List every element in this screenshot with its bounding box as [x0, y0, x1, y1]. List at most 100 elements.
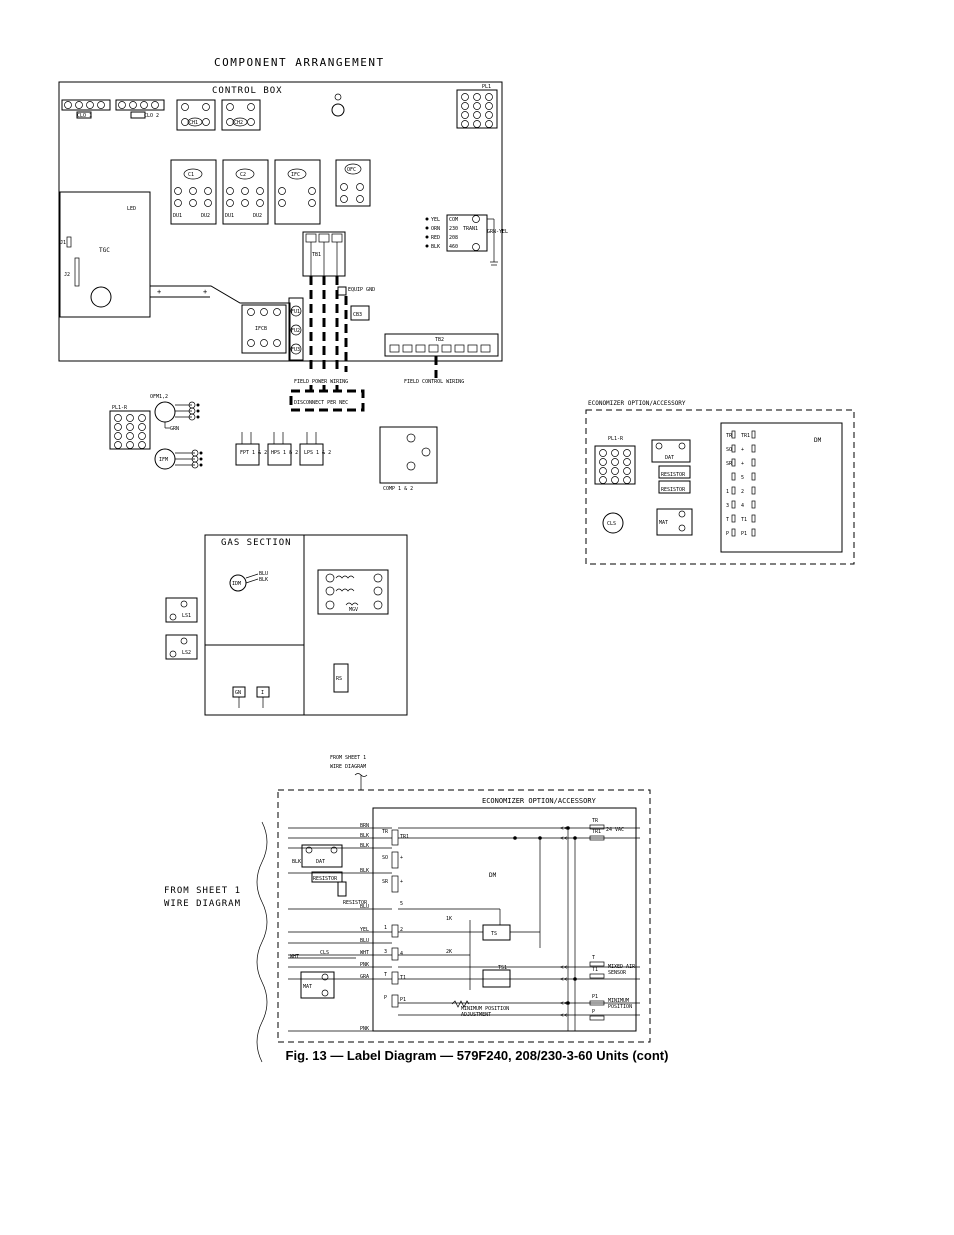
- idm-blk: BLK: [259, 577, 268, 583]
- ofm-motor: OFM1,2 GRN: [150, 394, 200, 432]
- wire-diagram-top: WIRE DIAGRAM: [330, 764, 366, 770]
- right-terminal-box: [589, 1015, 605, 1021]
- right-terminal-label: P: [592, 1009, 595, 1015]
- clo-2-label: CLO 2: [144, 113, 159, 119]
- ch1-block: CH1: [176, 99, 216, 131]
- fpt-label: FPT 1 & 2: [240, 450, 267, 456]
- wire-blk: BLK: [431, 244, 440, 250]
- trans-label: TRAN1: [463, 226, 478, 232]
- wire-color-label: GRA: [360, 974, 369, 980]
- right-terminal-box: [589, 961, 605, 967]
- junction-dot: [566, 1001, 570, 1005]
- econ-term-left: TR: [726, 433, 733, 439]
- econ-term-right-box: [751, 458, 756, 467]
- ifm-label: IFM: [159, 457, 168, 463]
- clo-2-block: CLO 2: [115, 99, 165, 119]
- tb2-label: TB2: [435, 337, 444, 343]
- dm-terminal-label: 4: [400, 951, 403, 957]
- c2-label: C2: [240, 172, 246, 178]
- econ-term-right: +: [741, 461, 744, 467]
- ls1-label: LS1: [182, 613, 191, 619]
- junction-dot: [513, 836, 517, 840]
- econ-term-right: 5: [741, 475, 744, 481]
- dm-terminal-box: [391, 875, 399, 893]
- ifcb-block: IFCB: [241, 304, 287, 354]
- ts1-label: TS1: [498, 965, 507, 971]
- compressor-terminal: COMP 1 & 2: [379, 426, 438, 492]
- dm-terminal-label: +: [400, 855, 403, 861]
- right-terminal-box: [589, 824, 605, 830]
- wiring-title: ECONOMIZER OPTION/ACCESSORY: [482, 797, 597, 805]
- econ-term-left: 3: [726, 503, 729, 509]
- dm-terminal-label: T1: [400, 975, 406, 981]
- connector-chevron: <<: [560, 1012, 568, 1019]
- connector-chevron: <<: [560, 976, 568, 983]
- pl1r-label: PL1-R: [112, 405, 128, 411]
- control-box-label: CONTROL BOX: [212, 86, 283, 96]
- econ-term-left-box: [731, 514, 736, 523]
- k1-label: 1K: [446, 916, 452, 922]
- connector-chevron: <<: [560, 835, 568, 842]
- plate-plus-right: +: [203, 288, 207, 296]
- trans-230: 230: [449, 226, 458, 232]
- pl1-plug: PL1: [456, 84, 498, 129]
- ofm-label: OFM1,2: [150, 394, 168, 400]
- wiring-dat-label: DAT: [316, 859, 325, 865]
- connector-chevron: <<: [560, 1000, 568, 1007]
- connector-chevron: <<: [560, 825, 568, 832]
- dm-terminal-label: T: [384, 972, 387, 978]
- econ-resistor-1: RESISTOR: [661, 472, 686, 478]
- wiring-wht-left: WHT: [290, 954, 299, 960]
- econ-resistor-2: RESISTOR: [661, 487, 686, 493]
- c1-label: C1: [188, 172, 194, 178]
- ifc-contactor: IFC: [274, 159, 321, 225]
- field-control-label: FIELD CONTROL WIRING: [404, 379, 464, 385]
- grn-yel-label: GRN-YEL: [487, 229, 508, 235]
- econ-dm-label: DM: [814, 437, 822, 444]
- econ-term-right: P1: [741, 531, 747, 537]
- gas-section: GAS SECTION IDM BLU BLK MGV RS GN I: [204, 534, 408, 716]
- dm-terminal-label: 3: [384, 949, 387, 955]
- small-hole-icon: [334, 93, 342, 101]
- dm-terminal-label: TR: [382, 829, 389, 835]
- minimum-label: MINIMUM: [608, 998, 629, 1004]
- econ-term-left: SO: [726, 447, 732, 453]
- equip-gnd-lug: [337, 286, 347, 296]
- econ-term-left-box: [731, 486, 736, 495]
- dm-terminal-label: TR1: [400, 834, 409, 840]
- disconnect-box: [289, 389, 365, 412]
- right-terminal-label: T: [592, 955, 595, 961]
- position-label: POSITION: [608, 1004, 632, 1010]
- econ-term-left: SR: [726, 461, 733, 467]
- econ-cls-label: CLS: [607, 521, 616, 527]
- break-symbol-top: [354, 773, 368, 790]
- ofc-contactor: OFC: [335, 159, 371, 207]
- potentiometer-icon: [451, 1000, 470, 1008]
- plate-plus-left: +: [157, 288, 161, 296]
- j2-label: J2: [64, 272, 70, 278]
- trans-460: 460: [449, 244, 458, 250]
- dm-terminal-label: SO: [382, 855, 388, 861]
- right-terminal-box: [589, 973, 605, 979]
- economizer-wiring-box: [372, 807, 637, 1032]
- min-pos-adj-label: MINIMUM POSITION: [461, 1006, 509, 1012]
- c1-du2-label: DU2: [201, 213, 210, 219]
- mgv-label: MGV: [349, 607, 358, 613]
- comp-label: COMP 1 & 2: [383, 486, 413, 492]
- dm-terminal-box: [391, 851, 399, 869]
- ifcb-plate-outline: [150, 285, 291, 360]
- wire-color-label: BLU: [360, 904, 369, 910]
- ls1-switch: LS1: [165, 597, 198, 623]
- wire-color-label: PNK: [360, 1026, 369, 1032]
- tb1-label: TB1: [312, 252, 321, 258]
- econ-term-right-box: [751, 444, 756, 453]
- econ-mat-label: MAT: [659, 520, 668, 526]
- economizer-panel-title: ECONOMIZER OPTION/ACCESSORY: [588, 400, 686, 407]
- right-terminal-label: TR1: [592, 829, 601, 835]
- right-terminal-label: T1: [592, 967, 598, 973]
- gas-section-title: GAS SECTION: [221, 538, 292, 548]
- clo-1-label: CLO 1: [77, 113, 92, 119]
- pl1-label: PL1: [482, 84, 491, 90]
- c2-du1-label: DU1: [225, 213, 234, 219]
